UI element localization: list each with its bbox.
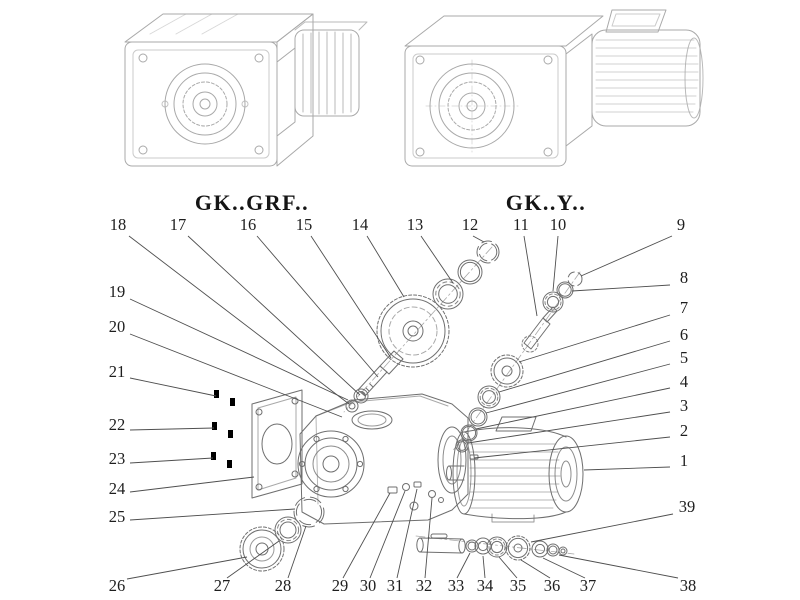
gearbox-y-drawing [404, 9, 704, 167]
callout-10: 10 [550, 215, 567, 234]
leader-line-28 [287, 525, 307, 579]
motor [446, 416, 584, 523]
callout-34: 34 [477, 576, 494, 595]
callout-23: 23 [109, 449, 126, 468]
leader-line-34 [482, 555, 486, 579]
leader-line-16 [256, 235, 379, 378]
callout-7: 7 [680, 298, 688, 317]
callout-6: 6 [680, 325, 688, 344]
leader-line-17 [187, 235, 361, 396]
leader-line-7 [518, 314, 671, 363]
leader-line-4 [475, 387, 671, 430]
housing [297, 393, 469, 525]
leader-line-33 [456, 552, 471, 579]
callout-19: 19 [109, 282, 126, 301]
callout-15: 15 [296, 215, 313, 234]
leader-line-14 [366, 235, 405, 298]
leader-line-39 [530, 513, 674, 543]
intermediate-gear-set [455, 354, 524, 453]
leader-line-11 [523, 235, 538, 317]
callout-38: 38 [680, 576, 697, 595]
leader-line-38 [558, 554, 679, 579]
leader-line-30 [369, 490, 406, 579]
callout-29: 29 [332, 576, 349, 595]
leader-line-8 [571, 284, 671, 292]
main-gear-set [345, 240, 500, 413]
leader-line-12 [472, 235, 485, 243]
callout-37: 37 [580, 576, 597, 595]
leader-line-26 [126, 556, 248, 580]
callout-26: 26 [109, 576, 126, 595]
callout-4: 4 [680, 372, 688, 391]
callout-1: 1 [680, 451, 688, 470]
leader-line-10 [552, 235, 559, 292]
leader-line-22 [129, 427, 215, 431]
leader-line-35 [498, 556, 518, 579]
callout-14: 14 [352, 215, 369, 234]
leader-line-2 [473, 436, 671, 459]
model-label-grf: GK..GRF.. [195, 190, 309, 215]
callout-3: 3 [680, 396, 688, 415]
leader-line-24 [129, 476, 255, 493]
leader-line-9 [580, 235, 673, 277]
callout-8: 8 [680, 268, 688, 287]
leader-line-27 [226, 540, 280, 579]
callout-24: 24 [109, 479, 126, 498]
callout-21: 21 [109, 362, 126, 381]
callout-16: 16 [240, 215, 257, 234]
leader-line-37 [542, 557, 586, 579]
callout-13: 13 [407, 215, 424, 234]
input-pinion-set [521, 271, 583, 353]
leader-line-18 [128, 235, 350, 405]
callout-35: 35 [510, 576, 527, 595]
callout-31: 31 [387, 576, 404, 595]
callout-9: 9 [677, 215, 685, 234]
exploded-view [211, 240, 584, 572]
output-shaft-set [416, 533, 568, 561]
callout-17: 17 [170, 215, 187, 234]
callout-30: 30 [360, 576, 377, 595]
callout-20: 20 [109, 317, 126, 336]
leader-line-6 [498, 340, 671, 393]
callout-27: 27 [214, 576, 231, 595]
leader-line-23 [129, 457, 214, 464]
leader-line-36 [520, 559, 551, 579]
callout-36: 36 [544, 576, 561, 595]
callout-layer: 1234567891011121314151617181920212223242… [109, 215, 697, 595]
small-fasteners [387, 454, 479, 503]
callout-5: 5 [680, 348, 688, 367]
leader-line-32 [424, 497, 433, 579]
callout-28: 28 [275, 576, 292, 595]
gearbox-grf-drawing [124, 13, 368, 167]
callout-32: 32 [416, 576, 433, 595]
leader-line-29 [342, 492, 391, 579]
leader-line-25 [129, 508, 296, 521]
leader-line-3 [467, 411, 671, 444]
output-gear-set [239, 496, 325, 572]
callout-12: 12 [462, 215, 479, 234]
model-label-y: GK..Y.. [506, 190, 587, 215]
callout-33: 33 [448, 576, 465, 595]
callout-39: 39 [679, 497, 696, 516]
leader-line-21 [129, 377, 217, 397]
leader-line-20 [129, 333, 343, 418]
leader-line-19 [129, 298, 349, 401]
cover-plate [251, 389, 303, 499]
leader-line-15 [310, 235, 392, 359]
callout-22: 22 [109, 415, 126, 434]
leader-line-1 [583, 466, 671, 471]
leader-line-5 [485, 363, 671, 414]
callout-2: 2 [680, 421, 688, 440]
callout-25: 25 [109, 507, 126, 526]
callout-11: 11 [513, 215, 529, 234]
leader-line-13 [420, 235, 454, 284]
cover-bolts [211, 390, 250, 468]
callout-18: 18 [110, 215, 127, 234]
leader-line-31 [396, 488, 418, 579]
